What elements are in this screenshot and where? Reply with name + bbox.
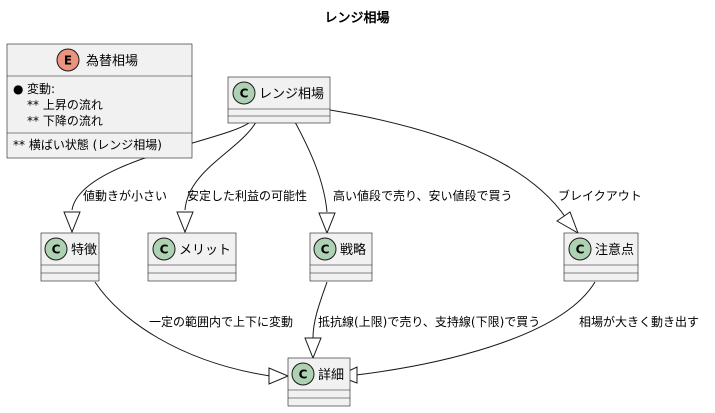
edge-range-merit: 安定した利益の可能性 [176,121,307,234]
enum-box-exchange-rate: E 為替相場 ● 変動: ** 上昇の流れ ** 下降の流れ ** 横ばい状態 … [6,43,193,159]
edge-label-range-merit: 安定した利益の可能性 [187,188,307,203]
enum-member-0: 変動: [27,81,55,96]
class-box-feature: C 特徴 [40,232,100,282]
svg-text:C: C [160,243,169,257]
class-spot-icon [44,237,68,261]
class-box-caution: C 注意点 [563,232,639,282]
class-spot-icon [152,237,176,261]
diagram-title: レンジ相場 [324,10,389,26]
class-box-strategy: C 戦略 [309,232,373,282]
svg-text:C: C [321,243,330,257]
svg-text:C: C [299,368,308,382]
class-spot-icon [313,237,337,261]
edge-label-range-feature: 値動きが小さい [83,188,167,203]
edge-label-strategy-detail: 抵抗線(上限)で売り、支持線(下限)で買う [318,314,540,329]
class-name-merit: メリット [179,243,231,258]
enum-spot-icon [56,48,80,72]
enum-member-1: ** 上昇の流れ [27,98,103,112]
edge-label-feature-detail: 一定の範囲内で上下に変動 [149,314,293,329]
edge-label-range-strategy: 高い値段で売り、安い値段で買う [333,188,513,203]
class-box-range-market: C レンジ相場 [227,76,331,124]
enum-member-2: ** 下降の流れ [27,114,103,128]
edge-caution-detail: 相場が大きく動き出す [336,281,699,384]
edge-range-strategy: 高い値段で売り、安い値段で買う [294,121,513,235]
enum-name: 為替相場 [86,53,138,69]
svg-text:C: C [52,243,61,257]
edge-label-caution-detail: 相場が大きく動き出す [579,314,699,329]
class-spot-icon [232,81,256,105]
enum-footer: ** 横ばい状態 (レンジ相場) [13,137,162,152]
svg-text:C: C [240,87,249,101]
class-box-detail: C 詳細 [287,357,351,407]
edge-feature-detail: 一定の範囲内で上下に変動 [94,281,293,385]
svg-text:E: E [64,54,72,68]
class-spot-icon [291,362,315,386]
class-name-feature: 特徴 [71,243,97,258]
class-spot-icon [568,237,592,261]
class-name-strategy: 戦略 [340,242,366,258]
svg-text:C: C [576,243,585,257]
enum-bullet: ● [13,82,23,96]
edge-range-caution: ブレイクアウト [329,109,642,235]
class-box-merit: C メリット [147,232,237,282]
edge-label-range-caution: ブレイクアウト [558,188,642,203]
class-name-range: レンジ相場 [259,87,324,102]
class-name-detail: 詳細 [318,367,344,383]
edge-strategy-detail: 抵抗線(上限)で売り、支持線(下限)で買う [304,281,540,360]
class-name-caution: 注意点 [595,242,634,258]
